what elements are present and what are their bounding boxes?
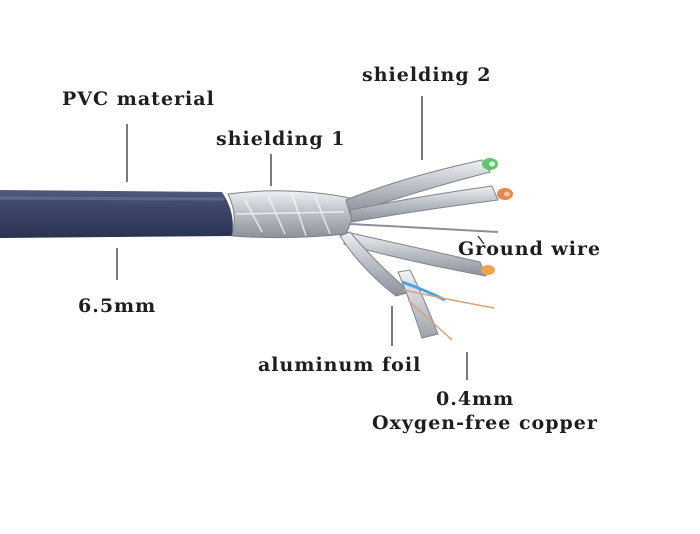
foil-texture	[235, 193, 345, 237]
jacket-highlight	[0, 196, 225, 201]
ground-wire	[349, 223, 499, 233]
label-diameter: 6.5mm	[78, 295, 157, 317]
label-shielding-2: shielding 2	[362, 64, 492, 86]
label-shielding-1: shielding 1	[216, 128, 346, 150]
label-core-size: 0.4mm	[436, 388, 515, 410]
leader-ground-wire	[477, 235, 485, 245]
label-core-material: Oxygen-free copper	[372, 412, 598, 434]
green-conductor-core	[489, 161, 495, 167]
upper-pair-foil	[345, 159, 491, 215]
orange-conductor-end	[481, 265, 495, 275]
middle-pair-foil	[343, 231, 487, 277]
leader-lines	[116, 96, 485, 380]
pvc-jacket	[0, 190, 233, 238]
label-aluminum-foil: aluminum foil	[258, 354, 422, 376]
label-pvc-material: PVC material	[62, 88, 215, 110]
label-ground-wire: Ground wire	[458, 238, 602, 260]
copper-wire-1	[403, 289, 495, 309]
copper-wire-2	[407, 299, 453, 341]
lower-foil-strip-2	[397, 269, 439, 339]
upper-pair-foil-2	[349, 185, 499, 223]
copper-conductor-core	[504, 191, 510, 197]
